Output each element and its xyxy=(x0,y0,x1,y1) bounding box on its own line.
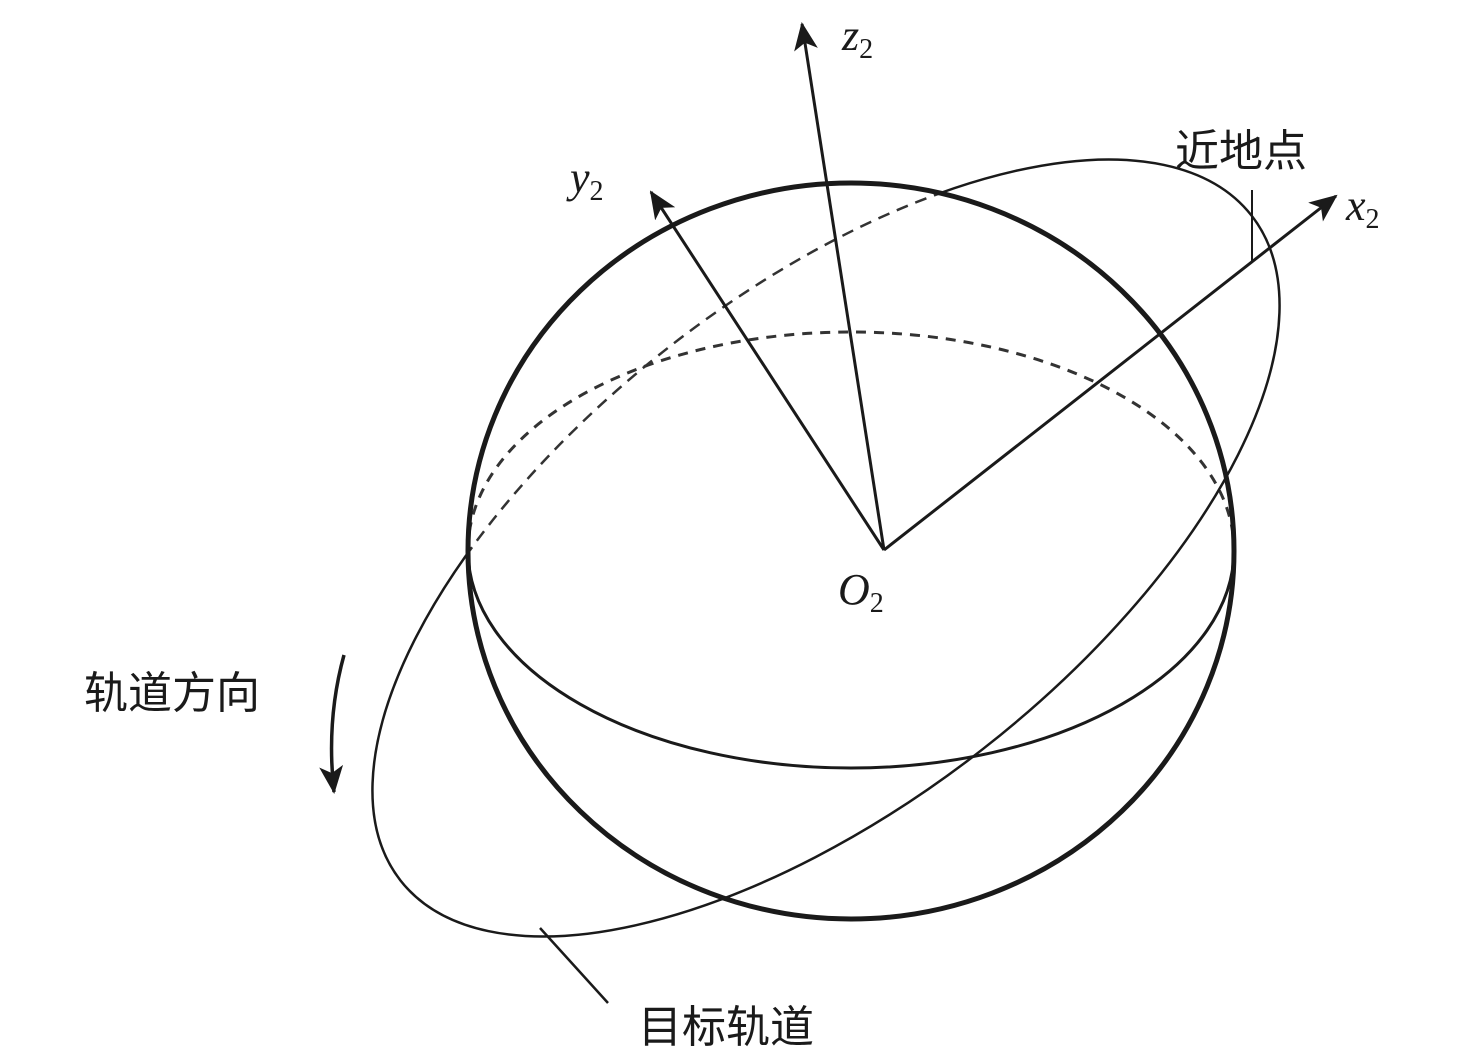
orbit-direction-label: 轨道方向 xyxy=(84,668,260,719)
z-axis-arrow xyxy=(794,22,886,551)
equator-front xyxy=(466,549,1236,770)
target-orbit-label: 目标轨道 xyxy=(638,1002,814,1053)
perigee-label: 近地点 xyxy=(1175,126,1307,177)
equator-back-dashed xyxy=(466,330,1236,551)
orbit-direction-arrow xyxy=(319,654,346,794)
y-axis-arrow xyxy=(649,190,886,551)
y-axis-label: y2 xyxy=(566,153,604,207)
x-axis-arrow xyxy=(883,194,1338,552)
origin-label: O2 xyxy=(838,565,884,619)
z-axis-label: z2 xyxy=(841,11,873,65)
earth-sphere xyxy=(465,180,1237,922)
x-axis-label: x2 xyxy=(1345,181,1380,235)
target-orbit-leader xyxy=(539,927,609,1004)
